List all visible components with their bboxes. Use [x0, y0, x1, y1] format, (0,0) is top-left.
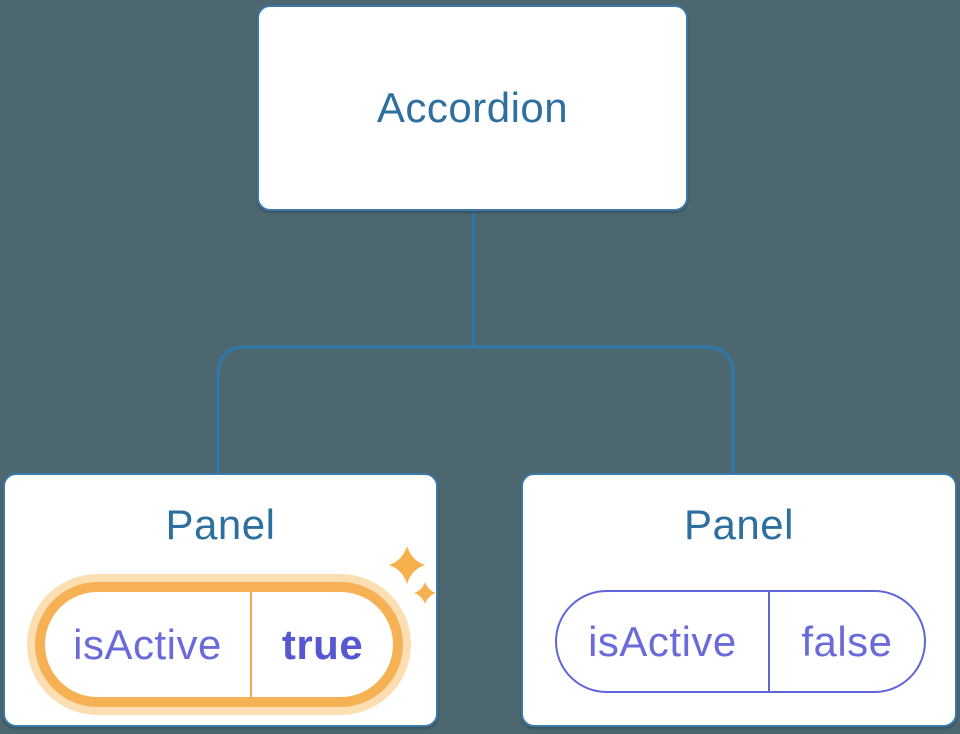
- state-value: true: [281, 620, 364, 668]
- state-pill-inactive: isActive false: [555, 590, 926, 693]
- state-pill-active: isActive true: [35, 582, 403, 707]
- state-name: isActive: [45, 592, 253, 697]
- panel-node-inactive: Panel isActive false: [521, 473, 957, 727]
- panel-node-active: Panel isActive true: [3, 473, 438, 727]
- sparkle-small-icon: [414, 582, 436, 604]
- accordion-node: Accordion: [257, 5, 688, 211]
- accordion-node-label: Accordion: [376, 84, 569, 131]
- connector-branch: [216, 345, 735, 474]
- state-name: isActive: [557, 592, 770, 691]
- panel-node-label: Panel: [684, 501, 794, 548]
- state-value: false: [801, 617, 893, 665]
- panel-node-label: Panel: [165, 501, 276, 548]
- sparkle-large-icon: [389, 546, 425, 584]
